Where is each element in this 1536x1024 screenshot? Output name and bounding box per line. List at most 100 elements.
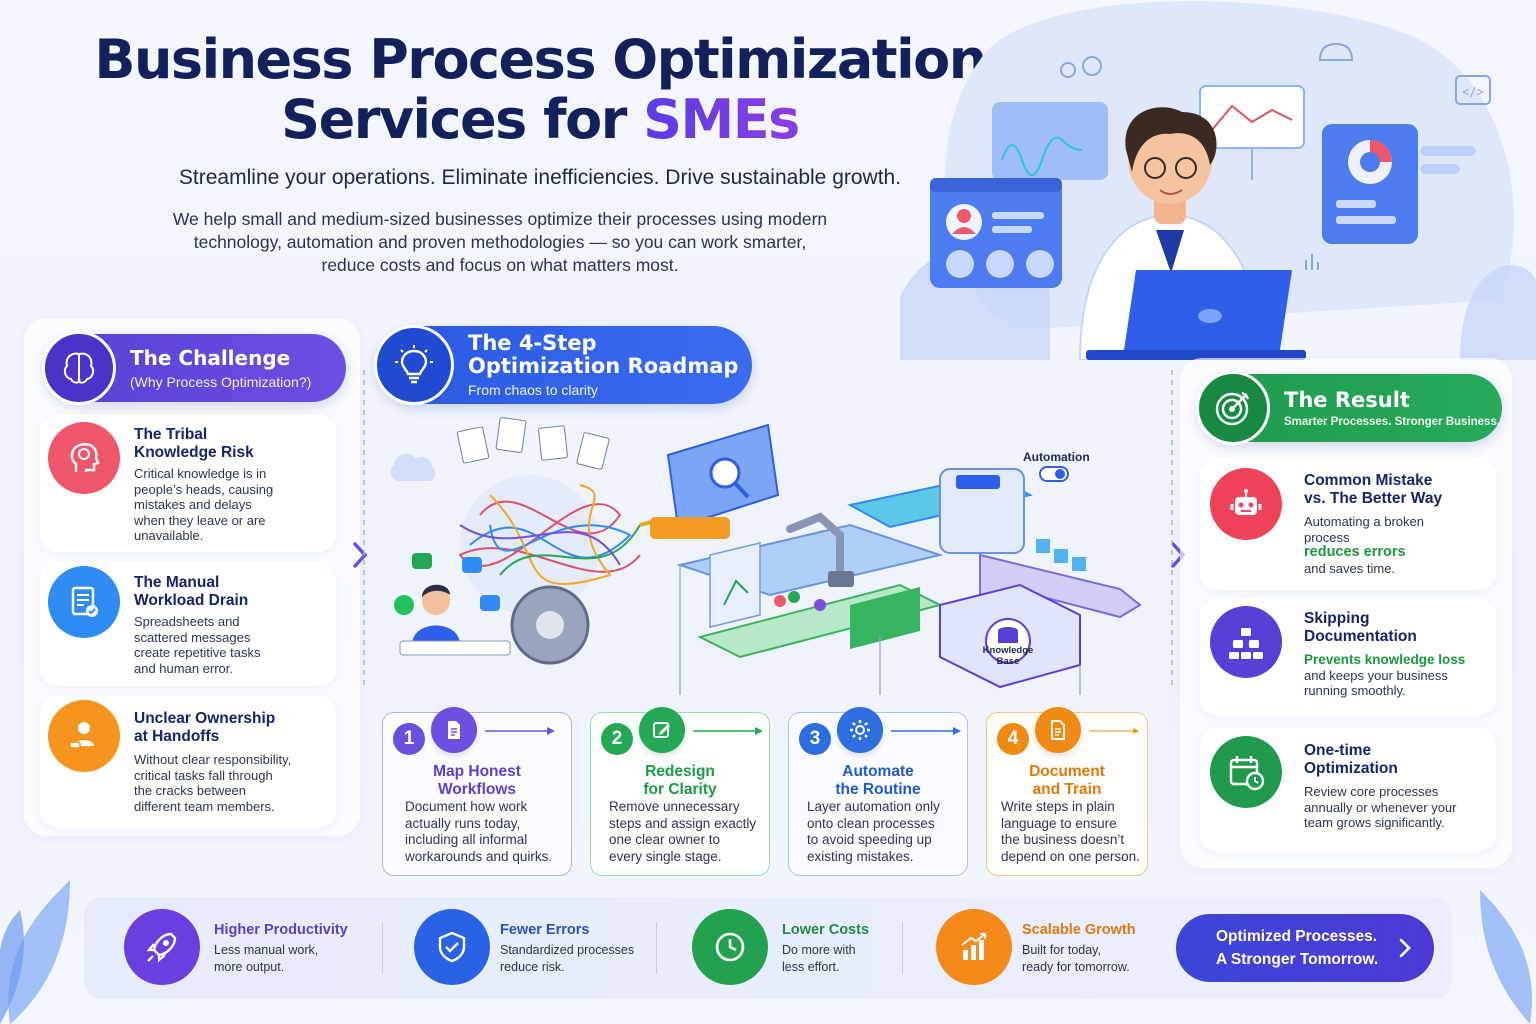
result-item-heading: One-time Optimization — [1304, 742, 1398, 778]
roadmap-title-line-2: Optimization Roadmap — [468, 354, 739, 378]
intro-line: technology, automation and proven method… — [193, 232, 807, 252]
divider — [902, 922, 903, 974]
roadmap-header-pill: The 4-Step Optimization Roadmap From cha… — [374, 325, 752, 405]
body-line: ready for tomorrow. — [1022, 960, 1130, 974]
challenge-header-pill: The Challenge (Why Process Optimization?… — [42, 331, 346, 405]
body-line: actually runs today, — [405, 815, 521, 831]
step-body: Write steps in plain language to ensure … — [1001, 799, 1147, 865]
arrow-right-icon — [891, 727, 961, 735]
divider — [656, 922, 657, 974]
edit-icon — [639, 707, 685, 753]
person-handoff-icon — [48, 700, 120, 772]
heading-line: Unclear Ownership — [134, 710, 276, 727]
cta-button[interactable]: Optimized Processes. A Stronger Tomorrow… — [1176, 914, 1434, 982]
benefit-title: Fewer Errors — [500, 922, 590, 938]
intro-line: We help small and medium-sized businesse… — [172, 209, 828, 229]
chaos-tangle — [390, 417, 641, 665]
benefit-item: Lower Costs Do more with less effort. — [692, 897, 972, 999]
result-item-body: Prevents knowledge loss and keeps your b… — [1304, 652, 1465, 699]
heading-line: Map Honest — [433, 763, 521, 780]
highlight-text: Prevents knowledge loss — [1304, 652, 1466, 667]
map-screen — [650, 423, 780, 539]
benefit-item: Fewer Errors Standardized processes redu… — [414, 897, 694, 999]
heading-line: Workflows — [437, 781, 517, 798]
result-subtitle: Smarter Processes. Stronger Business. — [1284, 415, 1501, 428]
body-line: existing mistakes. — [807, 848, 914, 864]
body-line: one clear owner to — [609, 832, 721, 847]
chevron-right-icon — [353, 542, 368, 568]
kb-label-1: Knowledge — [983, 645, 1034, 656]
clock-icon — [692, 909, 768, 985]
heading-line: and Train — [1032, 781, 1102, 798]
body-line: Spreadsheets and — [134, 614, 240, 629]
document-icon — [431, 707, 477, 753]
body-line: unavailable. — [134, 528, 204, 543]
benefit-item: Scalable Growth Built for today, ready f… — [936, 897, 1176, 999]
body-line: Without clear responsibility, — [134, 752, 292, 767]
step-body: Layer automation only onto clean process… — [807, 799, 967, 865]
heading-line: Skipping — [1304, 610, 1370, 627]
highlight-text: reduces errors — [1304, 544, 1406, 560]
title-line-1: Business Process Optimization — [94, 28, 987, 91]
body-line: Less manual work, — [214, 943, 319, 957]
divider — [382, 922, 383, 974]
step-heading: Automate the Routine — [789, 763, 967, 799]
body-line: Built for today, — [1022, 943, 1101, 957]
benefit-title: Lower Costs — [782, 922, 870, 938]
file-text-icon — [1035, 707, 1081, 753]
step-card: 2 Redesign for Clarity Remove unnecessar… — [590, 707, 770, 876]
body-line: the business doesn’t — [1001, 832, 1125, 847]
challenge-item-body: Spreadsheets and scattered messages crea… — [134, 614, 260, 676]
kb-label-2: Base — [997, 656, 1020, 667]
benefit-body: Standardized processes reduce risk. — [500, 942, 660, 976]
challenge-item-body: Without clear responsibility, critical t… — [134, 752, 291, 814]
body-line: and saves time. — [1304, 560, 1396, 576]
step-body: Remove unnecessary steps and assign exac… — [609, 799, 769, 865]
body-line: Layer automation only — [807, 799, 940, 814]
body-line: Document how work — [405, 799, 528, 814]
heading-line: Documentation — [1304, 628, 1417, 645]
arrow-right-icon — [485, 727, 555, 735]
body-line: running smoothly. — [1304, 683, 1406, 698]
body-line: Write steps in plain — [1001, 799, 1115, 814]
benefit-title: Higher Productivity — [214, 922, 348, 938]
brain-head-icon — [48, 422, 120, 494]
step-heading: Map Honest Workflows — [383, 763, 571, 799]
body-line: critical tasks fall through — [134, 767, 273, 783]
challenge-title: The Challenge — [130, 345, 291, 370]
challenge-item-heading: The Manual Workload Drain — [134, 574, 248, 610]
cta-line-2: A Stronger Tomorrow. — [1216, 951, 1379, 968]
body-line: mistakes and delays — [134, 497, 252, 512]
body-line: to avoid speeding up — [807, 832, 932, 847]
org-chart-icon — [1210, 606, 1282, 678]
target-icon — [1196, 371, 1270, 445]
page-subtitle: Streamline your operations. Eliminate in… — [178, 166, 902, 189]
intro-line: reduce costs and focus on what matters m… — [321, 255, 679, 275]
roadmap-title-line-1: The 4-Step — [468, 331, 597, 355]
heading-line: Document — [1029, 763, 1105, 780]
body-line: people’s heads, causing — [134, 481, 274, 497]
step-heading: Document and Train — [987, 763, 1147, 799]
process-illustration: Automation Knowledge Base — [390, 417, 1142, 695]
body-line: and keeps your business — [1304, 667, 1448, 683]
body-line: including all informal — [405, 832, 528, 847]
leaf-decoration — [0, 880, 70, 1024]
calendar-clock-icon — [1210, 736, 1282, 808]
body-line: Do more with — [782, 943, 856, 957]
heading-line: Redesign — [645, 763, 715, 780]
step-number: 4 — [997, 723, 1029, 755]
body-line: Standardized processes — [500, 943, 635, 957]
result-item-heading: Skipping Documentation — [1304, 610, 1417, 646]
benefit-item: Higher Productivity Less manual work, mo… — [124, 897, 404, 999]
body-line: Automating a broken — [1304, 514, 1424, 529]
benefit-body: Do more with less effort. — [782, 942, 942, 976]
title-accent: SMEs — [643, 88, 800, 151]
robot-icon — [1210, 468, 1282, 540]
body-line: more output. — [214, 960, 285, 974]
result-item-body: Automating a broken process reduces erro… — [1304, 514, 1424, 576]
body-line: annually or whenever your — [1304, 799, 1457, 815]
step-body: Document how work actually runs today, i… — [405, 799, 565, 865]
benefit-title: Scalable Growth — [1022, 922, 1136, 938]
heading-line: Workload Drain — [134, 592, 249, 609]
intro-text: We help small and medium-sized businesse… — [140, 208, 860, 277]
